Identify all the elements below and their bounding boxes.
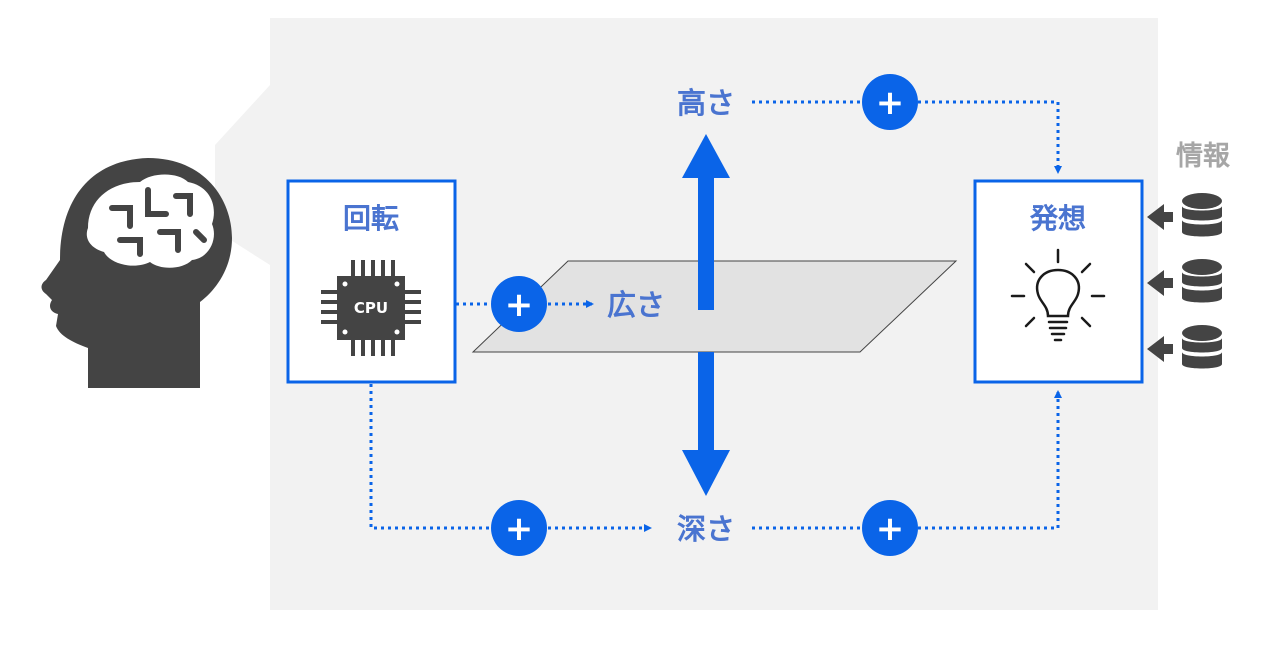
database-icon: [1182, 259, 1222, 303]
vertical-arrow: [682, 134, 730, 496]
plus-glyph: +: [505, 285, 534, 325]
plus-glyph: +: [876, 509, 905, 549]
plus-circle-top: +: [862, 74, 918, 130]
rotation-label: 回転: [343, 202, 399, 235]
ideation-box: [973, 179, 1144, 384]
plus-circle-middle: +: [491, 276, 547, 332]
plus-glyph: +: [505, 509, 534, 549]
plus-glyph: +: [876, 83, 905, 123]
depth-label: 深さ: [677, 512, 735, 546]
database-icon: [1182, 193, 1222, 237]
connector-plus-ideation: [918, 100, 1062, 174]
ideation-label: 発想: [1029, 202, 1086, 235]
database-icon: [1182, 325, 1222, 369]
database-input-3: [1147, 325, 1222, 369]
connector-plus-ideation-bottom: [918, 390, 1062, 530]
light-bulb-icon: [1010, 248, 1106, 342]
database-input-2: [1147, 259, 1222, 303]
plus-circle-bottom-right: +: [862, 500, 918, 556]
head-brain-icon: [41, 158, 232, 388]
cpu-label: CPU: [354, 299, 388, 317]
information-label: 情報: [1176, 141, 1231, 172]
database-input-1: [1147, 193, 1222, 237]
plus-circle-bottom-left: +: [491, 500, 547, 556]
breadth-label: 広さ: [607, 288, 665, 322]
height-label: 高さ: [677, 86, 735, 120]
cpu-chip-icon: CPU: [321, 260, 421, 356]
